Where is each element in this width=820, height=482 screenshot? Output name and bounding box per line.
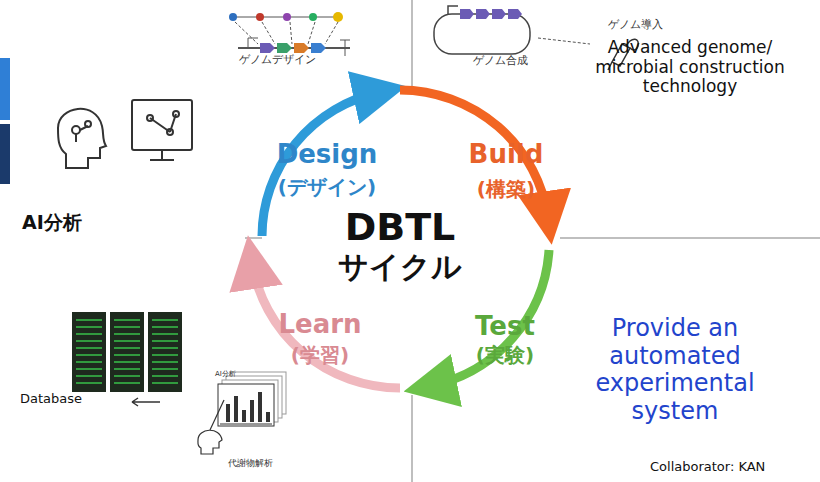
illustration-caption: ゲノムデザイン <box>222 54 332 67</box>
phase-name: Build <box>446 140 566 170</box>
cycle-title: サイクル <box>300 250 500 285</box>
phase-name: Learn <box>250 310 390 340</box>
phase-subtitle: (学習) <box>250 344 390 367</box>
side-note: Provide an automated experimental system <box>575 315 775 425</box>
phase-name: Test <box>440 312 570 342</box>
illustration-caption: ゲノム合成 <box>455 55 545 68</box>
credit-note: Collaborator: KAN <box>650 460 815 475</box>
phase-name: Design <box>262 140 392 170</box>
cycle-title: DBTL <box>300 206 500 250</box>
phase-subtitle: (構築) <box>446 178 566 201</box>
illustration-caption: 代謝物解析 <box>228 458 298 468</box>
illustration-caption: AI分析 <box>215 370 275 378</box>
phase-subtitle: (デザイン) <box>262 176 392 199</box>
phase-subtitle: (実験) <box>440 344 570 367</box>
illustration-caption: ゲノム導入 <box>590 19 680 32</box>
side-note: Advanced genome/ microbial construction … <box>566 38 814 97</box>
component-label: Database <box>20 392 110 407</box>
quadrant-label: AI分析 <box>22 212 122 234</box>
